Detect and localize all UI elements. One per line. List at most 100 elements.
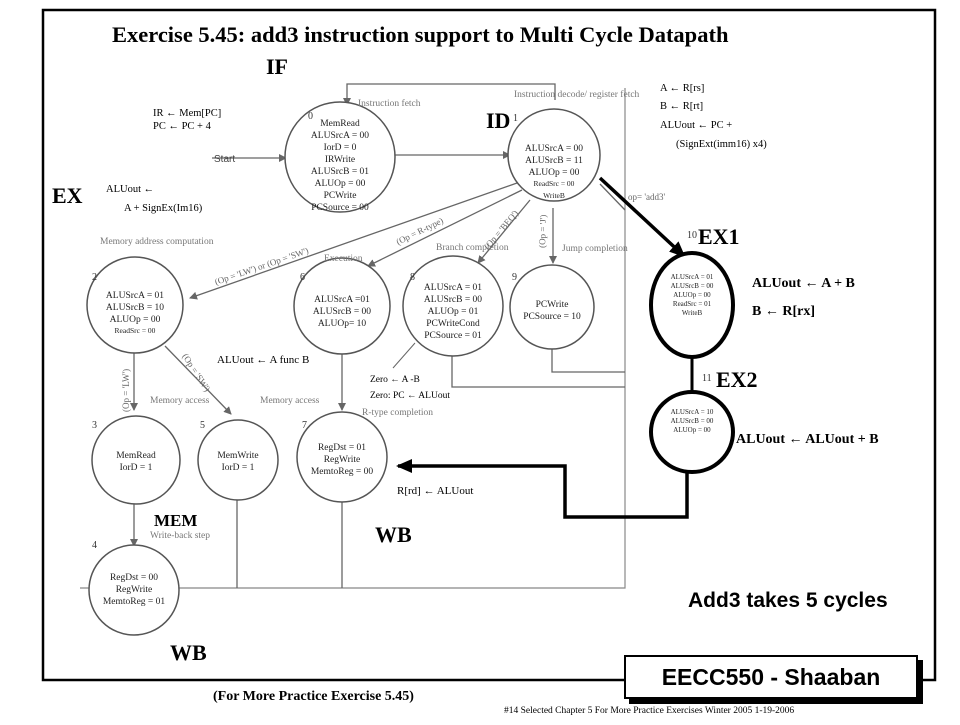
state-10-number: 10 [687, 230, 697, 241]
svg-text:ALUSrcA = 01: ALUSrcA = 01 [424, 283, 482, 293]
state-0-circle [284, 101, 396, 213]
add3-path [396, 176, 694, 519]
svg-text:RegWrite: RegWrite [116, 585, 153, 595]
group-memory-access-load: Memory access [150, 396, 210, 406]
transitions [130, 83, 626, 588]
state-6-circle [293, 257, 391, 355]
group-execution: Execution [324, 254, 363, 264]
state-control-lines: MemRead ALUSrcA = 00 IorD = 0 IRWrite AL… [103, 119, 714, 607]
state-5-signals: MemWrite IorD = 1 [217, 451, 258, 473]
annotation-id-1: A ← R[rs] [660, 83, 705, 94]
cond-jump: (Op = 'J') [537, 214, 548, 248]
svg-text:ALUSrcB = 10: ALUSrcB = 10 [106, 303, 164, 313]
state-9-circle [509, 264, 595, 350]
svg-text:ReadSrc = 00: ReadSrc = 00 [115, 326, 156, 335]
state-7-number: 7 [302, 420, 307, 431]
svg-text:ALUSrcB = 11: ALUSrcB = 11 [525, 156, 583, 166]
group-instruction-fetch: Instruction fetch [358, 98, 421, 109]
annotation-branch-2: Zero: PC ← ALUout [370, 391, 450, 401]
state-1-signals: ALUSrcA = 00 ALUSrcB = 11 ALUOp = 00 Rea… [525, 144, 583, 200]
state-8-circle [402, 255, 504, 357]
svg-text:ALUOp = 00: ALUOp = 00 [315, 179, 366, 189]
annotation-ex-1: ALUout ← [106, 184, 155, 195]
group-write-back: Write-back step [150, 531, 210, 541]
summary-text: Add3 takes 5 cycles [688, 589, 888, 612]
svg-text:ALUOp = 01: ALUOp = 01 [428, 307, 479, 317]
svg-text:ReadSrc = 01: ReadSrc = 01 [673, 300, 712, 308]
more-practice-note: (For More Practice Exercise 5.45) [213, 689, 414, 704]
svg-text:PCWrite: PCWrite [324, 191, 357, 201]
state-10-circle [649, 251, 735, 359]
svg-text:ALUSrcA = 10: ALUSrcA = 10 [671, 408, 714, 416]
state-numbers: 0 1 2 3 4 5 6 7 8 9 10 11 [92, 111, 712, 551]
svg-text:IRWrite: IRWrite [325, 155, 355, 165]
svg-text:WriteB: WriteB [682, 309, 703, 317]
annotation-id-2: B ← R[rt] [660, 101, 704, 112]
svg-text:RegDst = 01: RegDst = 01 [318, 443, 366, 453]
stage-label-mem: MEM [154, 511, 198, 530]
cond-lw: (Op = 'LW') [121, 369, 131, 412]
svg-text:MemRead: MemRead [116, 451, 156, 461]
state-11-number: 11 [702, 373, 712, 384]
svg-text:IorD = 1: IorD = 1 [120, 463, 153, 473]
state-3-circle [91, 415, 181, 505]
state-9-signals: PCWrite PCSource = 10 [523, 300, 581, 322]
stage-label-ex1: EX1 [698, 224, 740, 249]
annotation-if-2: PC ← PC + 4 [153, 121, 211, 132]
annotation-ex2: ALUout ← ALUout + B [736, 432, 879, 447]
branch-leader [392, 342, 416, 369]
svg-text:PCSource = 01: PCSource = 01 [424, 331, 482, 341]
svg-text:RegDst = 00: RegDst = 00 [110, 573, 158, 583]
svg-text:ALUSrcB = 01: ALUSrcB = 01 [311, 167, 369, 177]
group-memory-address: Memory address computation [100, 237, 214, 247]
svg-text:ALUSrcB = 00: ALUSrcB = 00 [671, 282, 714, 290]
svg-text:ALUSrcB = 00: ALUSrcB = 00 [671, 417, 714, 425]
stage-label-ex2: EX2 [716, 367, 758, 392]
svg-text:RegWrite: RegWrite [324, 455, 361, 465]
svg-text:ALUOp = 00: ALUOp = 00 [110, 315, 161, 325]
footer-text: #14 Selected Chapter 5 For More Practice… [504, 706, 795, 716]
course-box: EECC550 - Shaaban [624, 655, 918, 699]
annotation-id-3: ALUout ← PC + [660, 120, 733, 131]
page-title: Exercise 5.45: add3 instruction support … [112, 22, 729, 47]
state-11-signals: ALUSrcA = 10 ALUSrcB = 00 ALUOp = 00 [671, 408, 714, 434]
group-rtype-completion: R-type completion [362, 408, 433, 418]
svg-text:ALUOp = 00: ALUOp = 00 [673, 291, 711, 299]
svg-text:ALUSrcB = 00: ALUSrcB = 00 [313, 307, 371, 317]
state-7-circle [296, 411, 388, 503]
svg-text:MemtoReg = 00: MemtoReg = 00 [311, 467, 374, 477]
svg-text:PCSource = 10: PCSource = 10 [523, 312, 581, 322]
annotation-rtype-ex: ALUout ← A func B [217, 354, 310, 366]
svg-text:PCWrite: PCWrite [536, 300, 569, 310]
annotation-ex1-1: ALUout ← A + B [752, 276, 855, 291]
group-branch-completion: Branch completion [436, 243, 509, 253]
state-0-signals: MemRead ALUSrcA = 00 IorD = 0 IRWrite AL… [311, 119, 369, 213]
stage-label-if: IF [266, 54, 288, 79]
svg-text:IorD = 1: IorD = 1 [222, 463, 255, 473]
svg-text:MemRead: MemRead [320, 119, 360, 129]
annotation-rtype-wb: R[rd] ← ALUout [397, 485, 474, 497]
state-11-circle [649, 390, 735, 474]
svg-text:ALUSrcA =01: ALUSrcA =01 [314, 295, 370, 305]
state-4-circle [88, 544, 180, 636]
svg-text:ReadSrc = 00: ReadSrc = 00 [534, 179, 575, 188]
group-instruction-decode: Instruction decode/ register fetch [514, 89, 640, 100]
svg-text:WriteB: WriteB [543, 191, 565, 200]
group-memory-access-store: Memory access [260, 396, 320, 406]
state-5-number: 5 [200, 420, 205, 431]
state-8-number: 8 [410, 272, 415, 283]
svg-text:MemWrite: MemWrite [217, 451, 258, 461]
annotation-id-4: (SignExt(imm16) x4) [676, 139, 767, 150]
cond-sw: (Op = 'SW') [180, 352, 212, 394]
state-4-number: 4 [92, 540, 97, 551]
group-jump-completion: Jump completion [562, 244, 628, 254]
svg-text:ALUOp = 00: ALUOp = 00 [529, 168, 580, 178]
annotation-if-1: IR ← Mem[PC] [153, 108, 222, 119]
state-6-number: 6 [300, 272, 305, 283]
state-6-signals: ALUSrcA =01 ALUSrcB = 00 ALUOp= 10 [313, 295, 371, 329]
svg-text:ALUSrcA = 01: ALUSrcA = 01 [671, 273, 714, 281]
state-5-circle [197, 419, 279, 501]
svg-text:MemtoReg = 01: MemtoReg = 01 [103, 597, 166, 607]
